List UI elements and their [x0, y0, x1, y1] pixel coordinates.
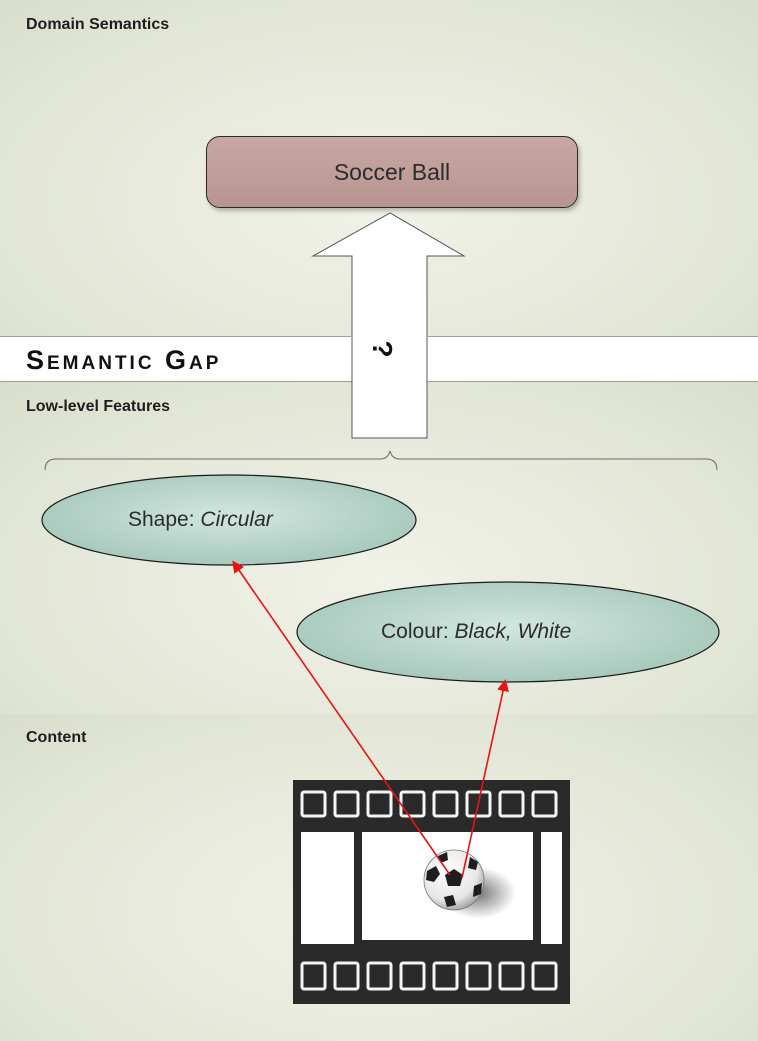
- low-level-features-title: Low-level Features: [26, 398, 171, 415]
- domain-semantics-title: Domain Semantics: [26, 16, 170, 33]
- soccer-ball-icon: [423, 849, 516, 919]
- question-mark: ?: [367, 340, 398, 357]
- shape-feature-value: Circular: [200, 508, 273, 531]
- content-title: Content: [26, 729, 87, 746]
- shape-feature-label: Shape: Circular: [128, 508, 273, 532]
- shape-feature-ellipse: [41, 474, 417, 566]
- shape-feature-name: Shape:: [128, 508, 195, 531]
- colour-feature-label: Colour: Black, White: [381, 620, 571, 644]
- soccer-ball-label: Soccer Ball: [333, 158, 451, 185]
- shape-link-arrow: [232, 560, 451, 876]
- semantic-gap-label: Semantic Gap: [26, 345, 222, 375]
- colour-link-arrow: [461, 679, 509, 879]
- features-brace: [44, 450, 718, 471]
- colour-feature-value: Black, White: [454, 620, 572, 643]
- semantic-gap-arrow: [311, 212, 466, 439]
- soccer-ball-concept-box: Soccer Ball: [206, 136, 578, 208]
- colour-feature-name: Colour:: [381, 620, 449, 643]
